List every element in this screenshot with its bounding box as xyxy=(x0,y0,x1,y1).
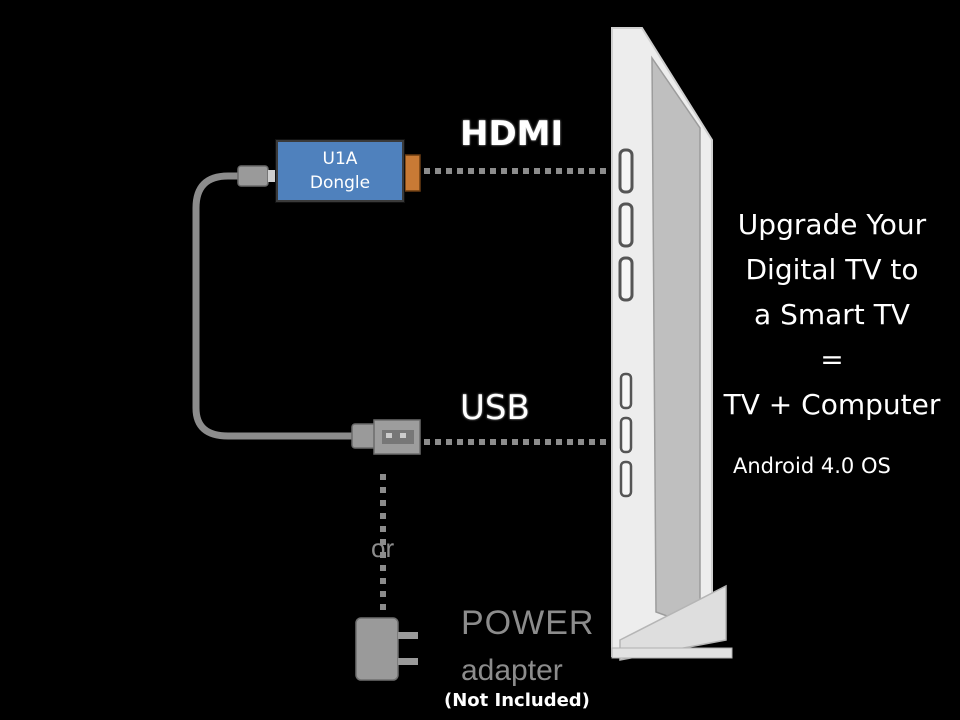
adapter-label: adapter xyxy=(461,654,563,687)
headline-line-4: = xyxy=(820,343,844,376)
headline-line-5: TV + Computer xyxy=(723,388,941,421)
headline-line-3: a Smart TV xyxy=(754,298,910,331)
not-included-label: (Not Included) xyxy=(444,690,590,711)
usb-cable xyxy=(192,172,352,440)
headline-line-2: Digital TV to xyxy=(745,253,919,286)
dongle-line-1: U1A xyxy=(322,149,358,169)
hdmi-port-icon xyxy=(618,148,634,302)
usb-label: USB xyxy=(460,388,530,428)
dongle-line-2: Dongle xyxy=(309,173,371,193)
or-label: or xyxy=(371,533,395,563)
headline-line-1: Upgrade Your xyxy=(737,208,927,241)
u1a-dongle: U1A Dongle xyxy=(276,140,404,202)
os-label: Android 4.0 OS xyxy=(733,454,891,478)
usb-port-icon xyxy=(619,372,633,498)
hdmi-connector-icon xyxy=(404,154,421,192)
power-label: POWER xyxy=(461,604,595,642)
micro-usb-plug-icon xyxy=(237,165,278,187)
headline: Upgrade Your Digital TV to a Smart TV = … xyxy=(712,202,952,427)
power-adapter-icon xyxy=(355,617,418,681)
usb-plug-icon xyxy=(351,419,421,455)
hdmi-label: HDMI xyxy=(460,114,564,154)
tv-side-icon xyxy=(611,27,733,661)
